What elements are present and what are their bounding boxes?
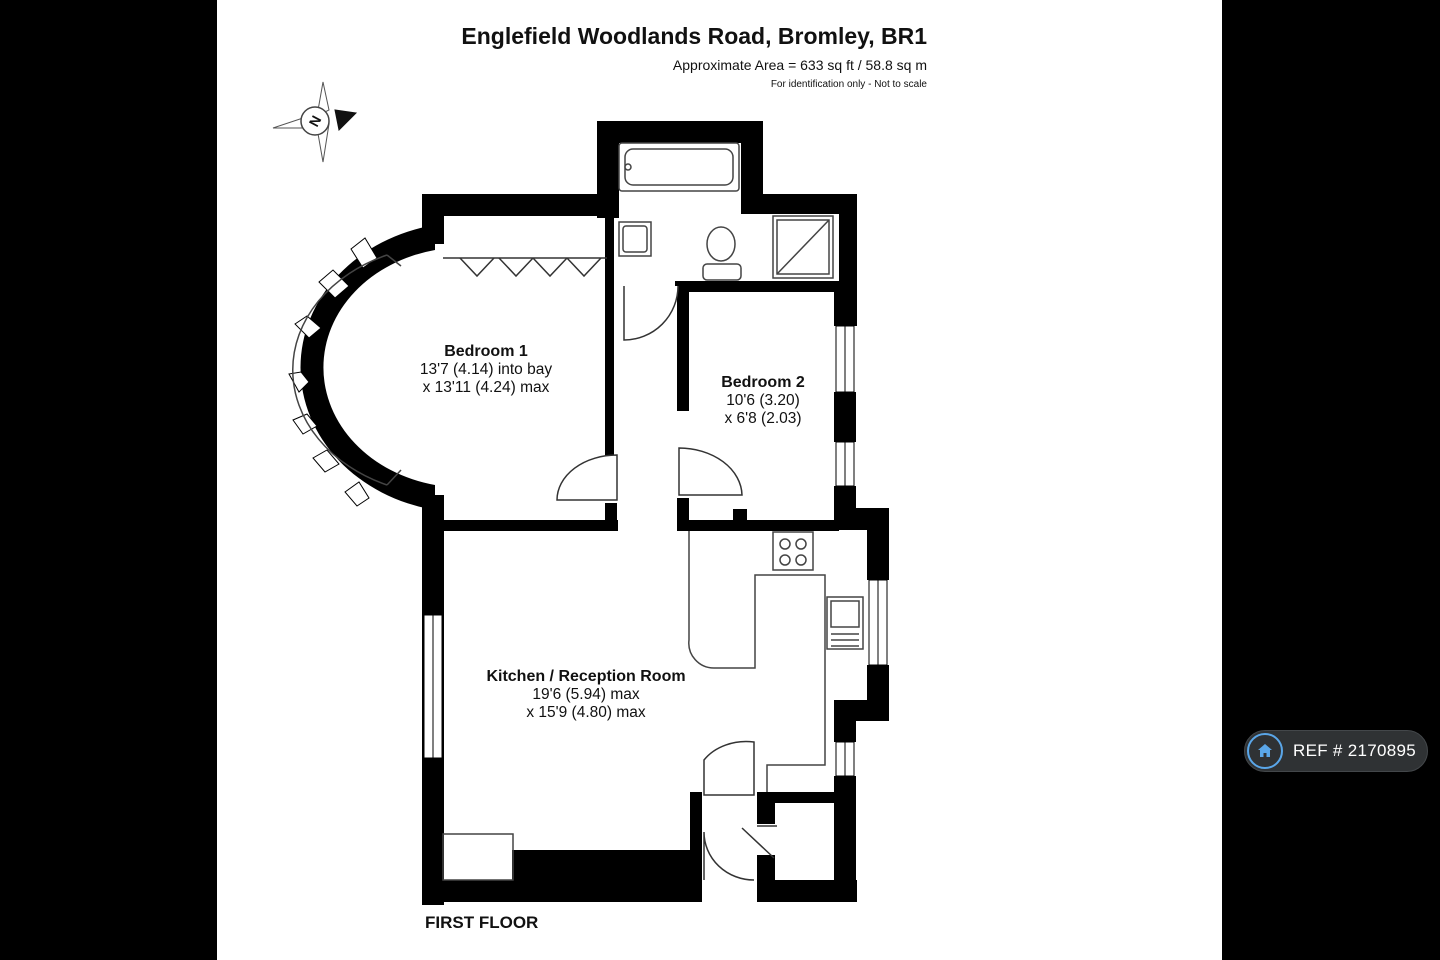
room-bedroom-2: Bedroom 2 10'6 (3.20) x 6'8 (2.03)	[721, 374, 805, 427]
compass-icon: N	[272, 81, 358, 163]
room-dimension: 19'6 (5.94) max	[532, 686, 639, 703]
bathroom-fixtures	[618, 142, 834, 281]
room-name: Bedroom 2	[721, 374, 805, 391]
floor-plan-sheet: Englefield Woodlands Road, Bromley, BR1 …	[217, 0, 1222, 960]
reference-badge: REF # 2170895	[1244, 730, 1428, 772]
room-dimension: x 15'9 (4.80) max	[526, 704, 646, 721]
room-dimension: 13'7 (4.14) into bay	[420, 361, 552, 378]
room-dimension: 10'6 (3.20)	[726, 392, 800, 409]
plan-note: For identification only - Not to scale	[771, 79, 928, 90]
doors	[556, 285, 777, 881]
plan-title: Englefield Woodlands Road, Bromley, BR1	[461, 23, 927, 49]
floor-label: FIRST FLOOR	[425, 913, 538, 932]
plan-area: Approximate Area = 633 sq ft / 58.8 sq m	[673, 57, 927, 73]
room-bedroom-1: Bedroom 1 13'7 (4.14) into bay x 13'11 (…	[420, 343, 552, 396]
walls	[300, 121, 889, 905]
room-name: Kitchen / Reception Room	[486, 668, 685, 685]
room-name: Bedroom 1	[444, 343, 528, 360]
floor-plan: Englefield Woodlands Road, Bromley, BR1 …	[272, 23, 928, 932]
reference-number: REF # 2170895	[1293, 741, 1416, 760]
room-dimension: x 6'8 (2.03)	[724, 410, 801, 427]
home-icon	[1247, 733, 1283, 769]
bay-inner-curve	[292, 254, 388, 486]
room-kitchen-reception: Kitchen / Reception Room 19'6 (5.94) max…	[486, 668, 685, 721]
windows	[423, 325, 888, 777]
wardrobe	[443, 257, 607, 278]
kitchen-fixtures	[442, 531, 864, 881]
room-dimension: x 13'11 (4.24) max	[423, 379, 550, 396]
